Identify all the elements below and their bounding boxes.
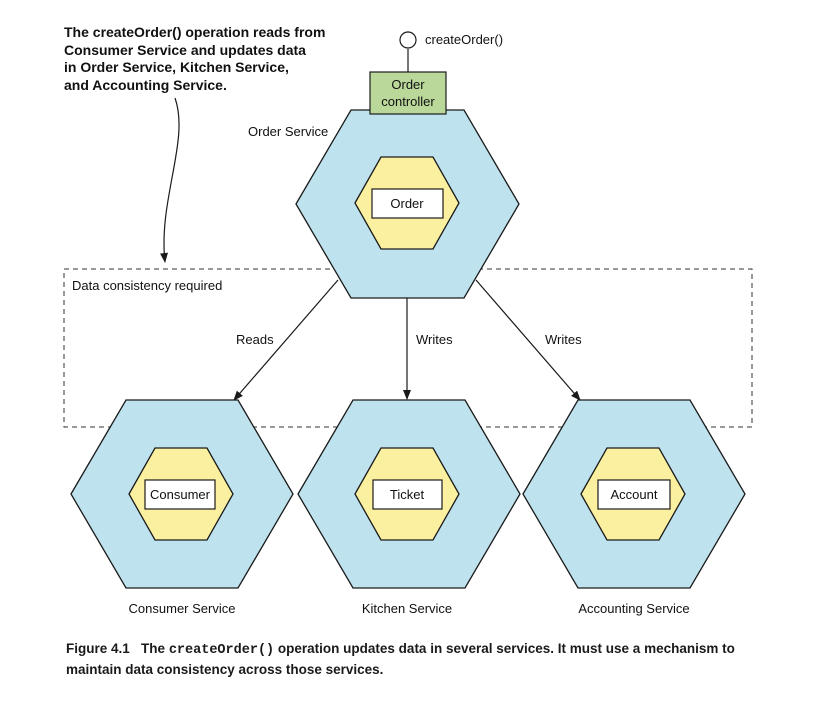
- reads-arrow: [233, 279, 339, 401]
- annotation-note: The createOrder() operation reads from C…: [64, 24, 364, 94]
- api-endpoint-icon: [399, 31, 417, 49]
- order-service-label: Order Service: [248, 124, 328, 139]
- annotation-pointer: [160, 97, 180, 263]
- caption-text: operation updates data in several servic…: [66, 641, 735, 677]
- figure-caption: Figure 4.1 The createOrder() operation u…: [66, 639, 766, 679]
- consumer-service-label: Consumer Service: [129, 601, 236, 616]
- annotation-line: and Accounting Service.: [64, 76, 227, 93]
- accounting-service-label: Accounting Service: [578, 601, 689, 616]
- order-controller-label-line2: controller: [381, 94, 435, 109]
- order-entity-box: [371, 188, 444, 219]
- operation-label: createOrder(): [425, 32, 503, 47]
- figure-number: Figure 4.1: [66, 641, 130, 656]
- accounting-entity-label: Account: [611, 487, 658, 502]
- kitchen-entity-label: Ticket: [390, 487, 425, 502]
- writes-accounting-label: Writes: [545, 332, 582, 347]
- caption-code: createOrder(): [168, 643, 275, 658]
- order-controller: [369, 71, 447, 115]
- order-controller-label-line1: Order: [391, 77, 425, 92]
- consistency-region-label: Data consistency required: [72, 278, 222, 293]
- consumer-entity-label: Consumer: [150, 487, 211, 502]
- accounting-entity-box: [597, 479, 671, 510]
- reads-label: Reads: [236, 332, 274, 347]
- writes-kitchen-label: Writes: [416, 332, 453, 347]
- consumer-entity-box: [144, 479, 216, 510]
- annotation-line: in Order Service, Kitchen Service,: [64, 59, 289, 75]
- kitchen-service-label: Kitchen Service: [362, 601, 452, 616]
- kitchen-entity-box: [372, 479, 443, 510]
- order-entity-label: Order: [390, 196, 424, 211]
- annotation-line: The createOrder() operation reads from: [64, 24, 326, 40]
- writes-accounting-arrow: [475, 279, 581, 401]
- caption-prefix: The: [141, 641, 166, 656]
- annotation-line: Consumer Service and updates data: [64, 41, 306, 58]
